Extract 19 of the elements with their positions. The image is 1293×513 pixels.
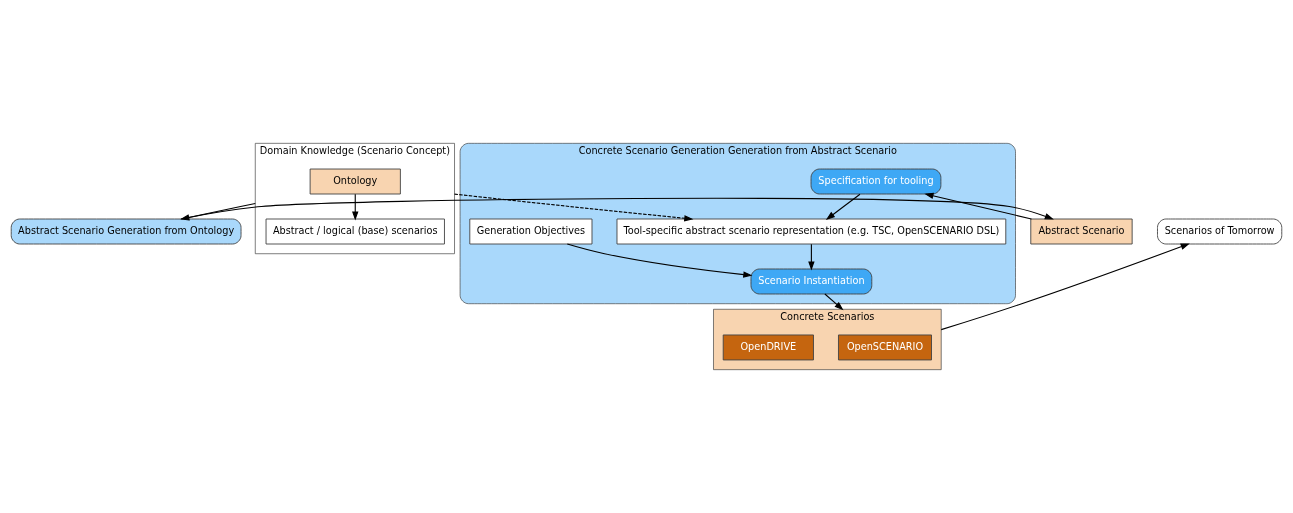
node-box: Abstract Scenario Generation from Ontology <box>10 218 242 245</box>
arrow <box>824 293 844 311</box>
arrow <box>566 243 753 278</box>
node-box: Scenarios of Tomorrow <box>1157 218 1283 245</box>
node-box: OpenSCENARIO <box>838 334 932 361</box>
arrow <box>825 193 861 220</box>
arrow <box>180 202 256 221</box>
arrow <box>940 243 1190 331</box>
node-box: OpenDRIVE <box>722 334 814 361</box>
node-box: Scenario Instantiation <box>750 268 873 295</box>
node-box: Generation Objectives <box>469 218 593 245</box>
node-box: Tool-specific abstract scenario representation (e.g. TSC, OpenSCENARIO DSL) <box>616 218 1007 245</box>
node-box: Specification for tooling <box>810 168 942 195</box>
node-box: Ontology <box>309 168 401 195</box>
node-box: Abstract Scenario <box>1030 218 1133 245</box>
node-box: Abstract / logical (base) scenarios <box>265 218 445 245</box>
arrow <box>180 197 1054 220</box>
arrow <box>453 193 694 222</box>
arrow <box>924 192 1032 220</box>
